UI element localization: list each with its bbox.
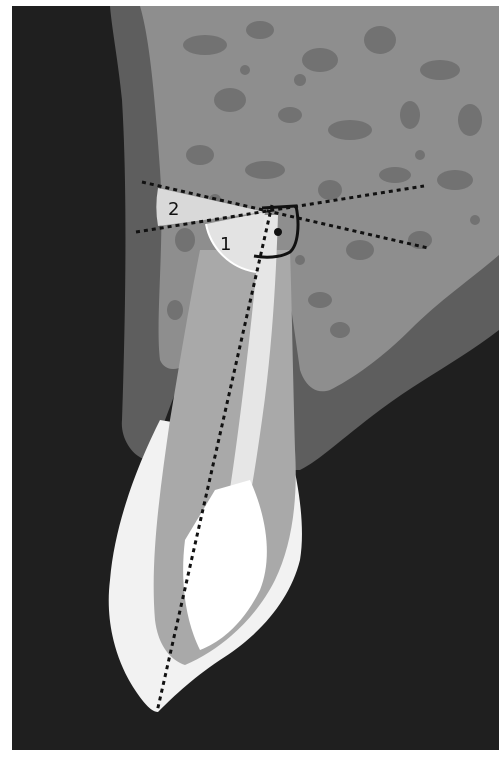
right-angle-dot — [274, 228, 282, 236]
angle-2-label: 2 — [168, 199, 179, 220]
angle-1-label: 1 — [220, 234, 231, 255]
